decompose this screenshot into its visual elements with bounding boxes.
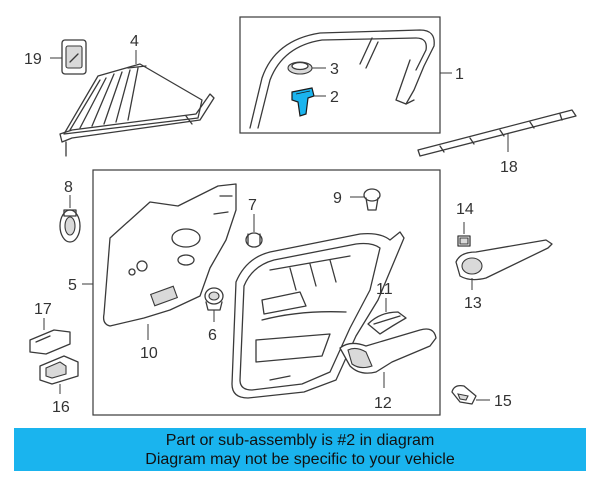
part-16-housing[interactable]	[39, 355, 79, 385]
part-3-round-clip[interactable]	[287, 61, 313, 75]
callout-11: 11	[376, 281, 393, 298]
part-13-trim-strip[interactable]	[455, 239, 553, 281]
part-14-small-clip[interactable]	[457, 235, 471, 247]
upper-assembly-box	[239, 16, 441, 134]
callout-4: 4	[130, 33, 139, 50]
part-4-window-shade[interactable]	[59, 63, 215, 157]
callout-7: 7	[248, 197, 257, 214]
callout-1: 1	[455, 66, 464, 83]
part-10-insulation-panel[interactable]	[102, 183, 237, 327]
callout-9: 9	[333, 190, 342, 207]
part-18-weatherstrip[interactable]	[417, 109, 577, 157]
callout-5: 5	[68, 277, 77, 294]
part-9-clip[interactable]	[363, 188, 381, 211]
callout-14: 14	[456, 201, 474, 218]
callout-2: 2	[330, 89, 339, 106]
info-banner: Part or sub-assembly is #2 in diagram Di…	[14, 428, 586, 471]
callout-15: 15	[494, 393, 512, 410]
part-6-grommet[interactable]	[204, 287, 224, 311]
parts-diagram: 1 3 2 4 19 18 8	[24, 16, 577, 416]
callout-6: 6	[208, 327, 217, 344]
callout-10: 10	[140, 345, 158, 362]
callout-8: 8	[64, 179, 73, 196]
part-11-handle[interactable]	[367, 311, 407, 335]
part-17-bracket[interactable]	[29, 329, 71, 355]
banner-line-1: Part or sub-assembly is #2 in diagram	[165, 431, 435, 449]
banner-line-2: Diagram may not be specific to your vehi…	[145, 450, 455, 468]
part-7-push-pin[interactable]	[245, 232, 263, 248]
callout-16: 16	[52, 399, 70, 416]
part-8-speaker-clip[interactable]	[59, 209, 81, 243]
part-15-cover[interactable]	[451, 384, 477, 405]
callout-18: 18	[500, 159, 518, 176]
part-12-armrest[interactable]	[339, 328, 437, 374]
part-19-switch[interactable]	[61, 39, 87, 75]
callout-3: 3	[330, 61, 339, 78]
callout-17: 17	[34, 301, 52, 318]
callout-12: 12	[374, 395, 392, 412]
part-2-bracket[interactable]	[291, 87, 315, 117]
callout-13: 13	[464, 295, 482, 312]
part-12-door-trim-panel[interactable]	[231, 231, 405, 399]
part-1-window-trim[interactable]	[249, 29, 435, 129]
door-panel-box	[92, 169, 441, 416]
callout-19: 19	[24, 51, 42, 68]
